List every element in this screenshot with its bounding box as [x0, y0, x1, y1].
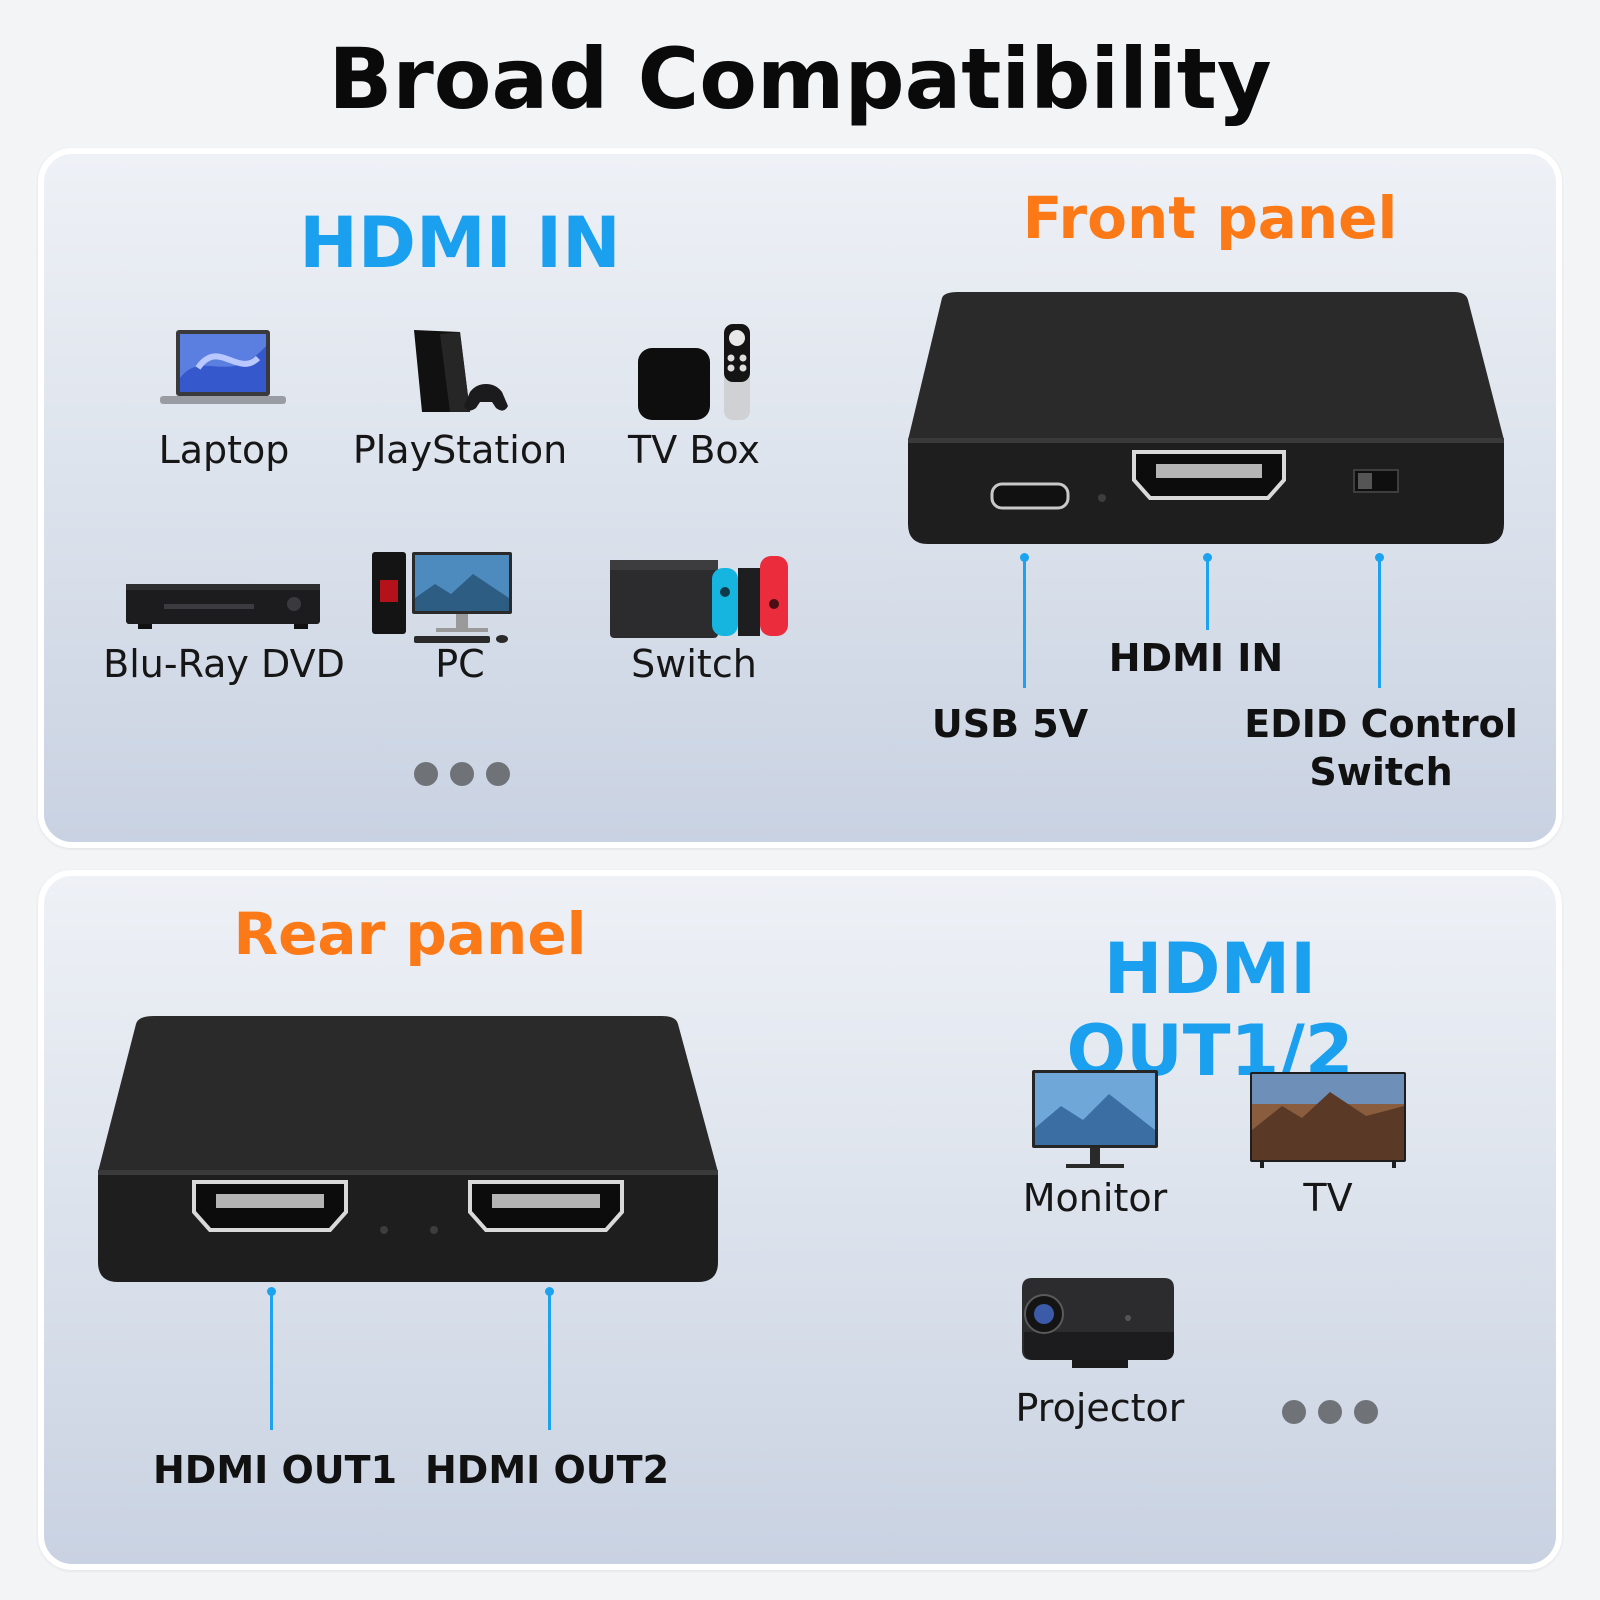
hdmi-in-callout-line	[1206, 558, 1209, 630]
device-label-pc: PC	[435, 642, 485, 686]
port-label-edid-control-switch: EDID Control Switch	[1244, 702, 1518, 794]
front-panel-heading: Front panel	[1022, 184, 1398, 252]
device-label-blu-ray-dvd: Blu-Ray DVD	[103, 642, 345, 686]
edid-callout-line	[1378, 558, 1381, 688]
hdmi-out-heading: HDMI OUT1/2	[1066, 928, 1354, 1092]
device-label-projector: Projector	[1015, 1386, 1185, 1430]
projector-icon	[1022, 1278, 1174, 1368]
usb-callout-line	[1023, 558, 1026, 688]
port-label-usb-5v: USB 5V	[931, 702, 1089, 746]
hdmi-out2-callout-line	[548, 1292, 551, 1430]
hdmi-out1-callout-line	[270, 1292, 273, 1430]
tv-icon	[1250, 1072, 1406, 1168]
device-label-playstation: PlayStation	[352, 428, 568, 472]
rear-panel-heading: Rear panel	[233, 900, 587, 968]
tv-box-icon	[638, 324, 750, 420]
port-label-hdmi-out1: HDMI OUT1	[152, 1448, 398, 1492]
front-panel-device-image	[908, 292, 1504, 544]
rear-panel-device-image	[98, 1016, 718, 1282]
blu-ray-player-icon	[126, 584, 320, 629]
hdmi-in-heading: HDMI IN	[299, 202, 621, 284]
port-label-hdmi-in: HDMI IN	[1108, 636, 1284, 680]
port-label-hdmi-out2: HDMI OUT2	[424, 1448, 670, 1492]
more-input-devices-indicator	[414, 762, 510, 786]
device-label-tv: TV	[1303, 1176, 1353, 1220]
more-output-devices-indicator	[1282, 1400, 1378, 1424]
device-label-laptop: Laptop	[158, 428, 290, 472]
page-title: Broad Compatibility	[328, 30, 1272, 128]
pc-icon	[372, 552, 512, 643]
monitor-icon	[1032, 1070, 1158, 1168]
device-label-switch: Switch	[631, 642, 757, 686]
device-label-monitor: Monitor	[1022, 1176, 1168, 1220]
playstation-icon	[414, 330, 508, 412]
device-label-tv-box: TV Box	[628, 428, 760, 472]
laptop-icon	[160, 330, 286, 404]
nintendo-switch-icon	[610, 556, 788, 638]
